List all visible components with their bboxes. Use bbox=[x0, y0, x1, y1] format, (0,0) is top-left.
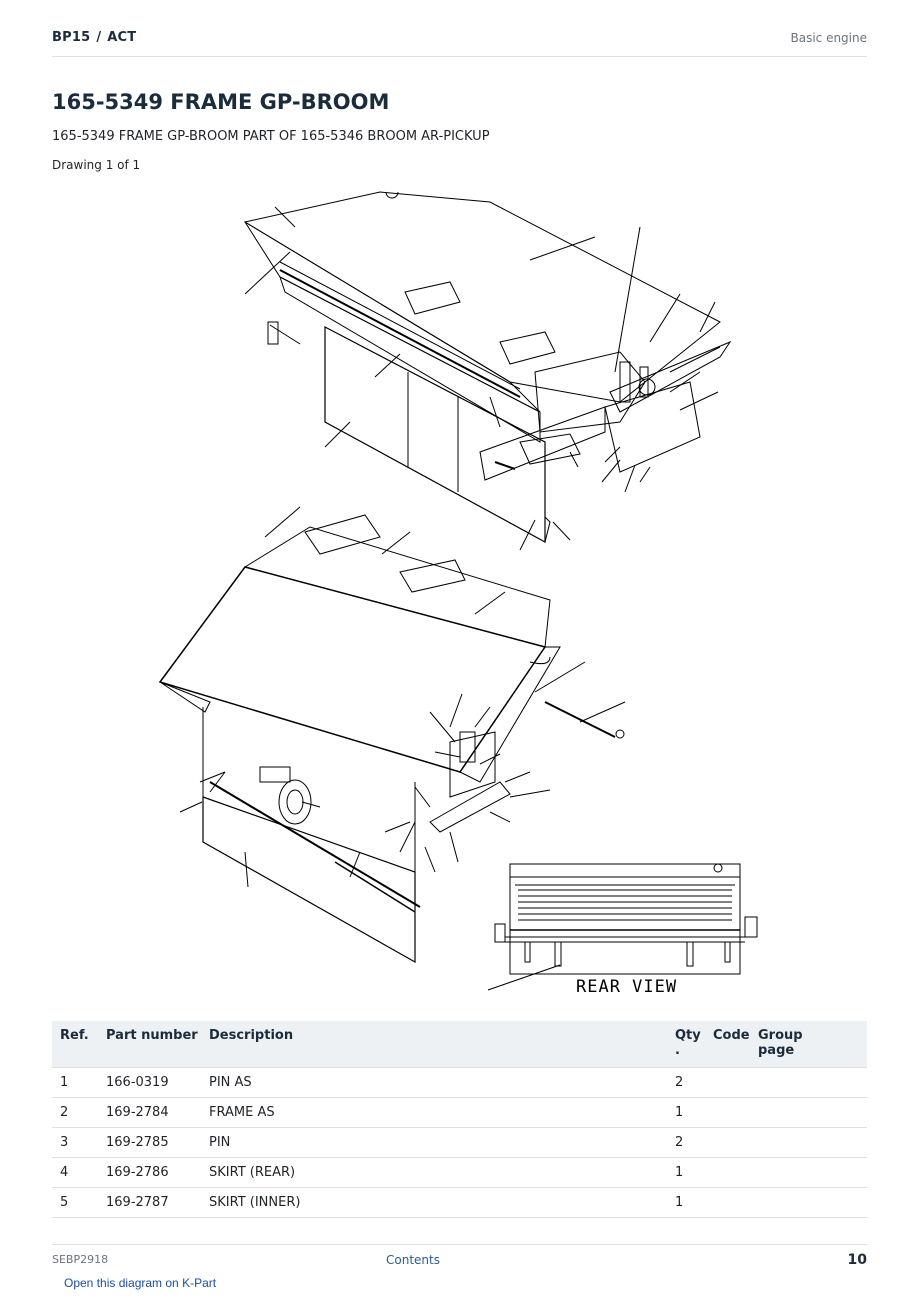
contents-link[interactable]: Contents bbox=[386, 1253, 440, 1267]
cell-group-page bbox=[750, 1097, 867, 1128]
section-name: Basic engine bbox=[790, 31, 867, 45]
col-header-description: Description bbox=[201, 1021, 667, 1068]
lower-assembly bbox=[158, 506, 626, 964]
page-title: 165-5349 FRAME GP-BROOM bbox=[52, 90, 390, 114]
cell-qty: 2 bbox=[667, 1127, 705, 1158]
page-header: BP15 / ACT Basic engine bbox=[52, 28, 867, 57]
cell-qty: 1 bbox=[667, 1097, 705, 1128]
col-header-ref: Ref. bbox=[52, 1021, 98, 1068]
breadcrumb: BP15 / ACT bbox=[52, 30, 136, 45]
parts-diagram[interactable]: REAR VIEW bbox=[150, 182, 770, 997]
document-id: SEBP2918 bbox=[52, 1253, 109, 1266]
col-header-part-number: Part number bbox=[98, 1021, 201, 1068]
cell-code bbox=[705, 1127, 750, 1158]
cell-qty: 2 bbox=[667, 1067, 705, 1098]
table-row: 5 169-2787 SKIRT (INNER) 1 bbox=[52, 1187, 867, 1218]
cell-ref: 2 bbox=[52, 1097, 98, 1128]
rear-view-label: REAR VIEW bbox=[576, 977, 677, 997]
cell-code bbox=[705, 1157, 750, 1188]
table-row: 4 169-2786 SKIRT (REAR) 1 bbox=[52, 1157, 867, 1188]
col-header-group-page: Group page bbox=[750, 1021, 867, 1068]
cell-ref: 4 bbox=[52, 1157, 98, 1188]
cell-group-page bbox=[750, 1067, 867, 1098]
cell-part-number: 169-2787 bbox=[98, 1187, 201, 1218]
cell-code bbox=[705, 1097, 750, 1128]
col-header-qty: Qty . bbox=[667, 1021, 705, 1068]
cell-code bbox=[705, 1067, 750, 1098]
cell-part-number: 166-0319 bbox=[98, 1067, 201, 1098]
kpart-link[interactable]: Open this diagram on K-Part bbox=[64, 1276, 217, 1290]
cell-ref: 5 bbox=[52, 1187, 98, 1218]
parts-table: Ref. Part number Description Qty . Code … bbox=[52, 1021, 867, 1218]
breadcrumb-product[interactable]: ACT bbox=[107, 30, 137, 45]
cell-qty: 1 bbox=[667, 1187, 705, 1218]
table-row: 3 169-2785 PIN 2 bbox=[52, 1127, 867, 1158]
cell-part-number: 169-2784 bbox=[98, 1097, 201, 1128]
col-header-code: Code bbox=[705, 1021, 750, 1068]
page-footer: SEBP2918 Contents 10 bbox=[52, 1244, 867, 1275]
cell-code bbox=[705, 1187, 750, 1218]
cell-group-page bbox=[750, 1127, 867, 1158]
page-subtitle: 165-5349 FRAME GP-BROOM PART OF 165-5346… bbox=[52, 129, 490, 144]
breadcrumb-model[interactable]: BP15 bbox=[52, 30, 91, 45]
table-row: 1 166-0319 PIN AS 2 bbox=[52, 1067, 867, 1098]
table-header-row: Ref. Part number Description Qty . Code … bbox=[52, 1021, 867, 1068]
upper-assembly bbox=[243, 191, 732, 551]
page-number: 10 bbox=[847, 1252, 867, 1268]
cell-description: PIN AS bbox=[201, 1067, 667, 1098]
cell-description: SKIRT (REAR) bbox=[201, 1157, 667, 1188]
rear-view-drawing: REAR VIEW bbox=[487, 863, 758, 997]
cell-ref: 1 bbox=[52, 1067, 98, 1098]
cell-description: SKIRT (INNER) bbox=[201, 1187, 667, 1218]
cell-description: PIN bbox=[201, 1127, 667, 1158]
cell-group-page bbox=[750, 1157, 867, 1188]
cell-part-number: 169-2785 bbox=[98, 1127, 201, 1158]
diagram-svg: REAR VIEW bbox=[158, 191, 758, 997]
drawing-label: Drawing 1 of 1 bbox=[52, 158, 141, 172]
cell-part-number: 169-2786 bbox=[98, 1157, 201, 1188]
cell-description: FRAME AS bbox=[201, 1097, 667, 1128]
cell-group-page bbox=[750, 1187, 867, 1218]
table-row: 2 169-2784 FRAME AS 1 bbox=[52, 1097, 867, 1128]
cell-qty: 1 bbox=[667, 1157, 705, 1188]
cell-ref: 3 bbox=[52, 1127, 98, 1158]
breadcrumb-separator: / bbox=[96, 30, 102, 45]
